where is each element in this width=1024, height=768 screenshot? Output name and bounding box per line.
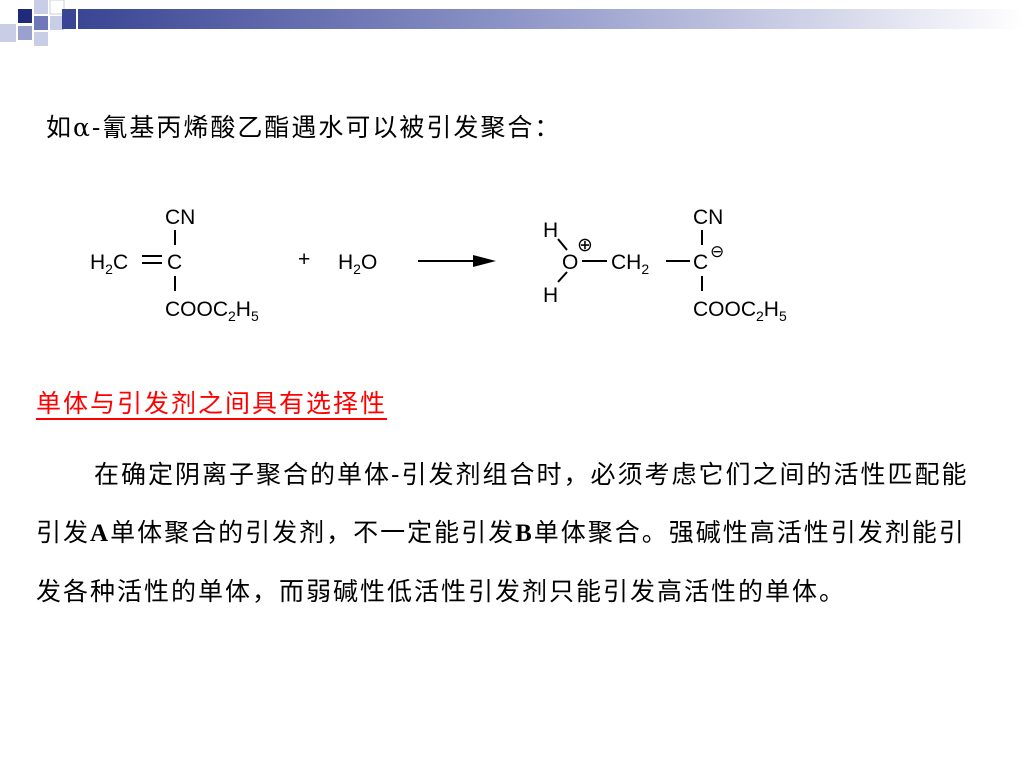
product-h-top-label: H [543,219,558,242]
reaction-arrow [418,255,496,267]
section-heading: 单体与引发剂之间具有选择性 [36,389,388,418]
bond-h-o-top [557,238,568,251]
deco-square [0,0,16,16]
deco-square [50,16,64,30]
deco-square [18,26,32,40]
reactant-h2c-label: H2C [90,251,128,277]
header-gradient-bar [78,9,1024,29]
product-o-label: O [562,251,578,274]
deco-square [18,9,32,23]
bond-h-o-bottom [557,271,568,283]
reactant-cn-label: CN [165,206,195,229]
monomer-b-label: B [515,520,534,547]
product-adduct: H ⊕ O CH2 C ⊖ H CN COOC2H5 [543,206,787,324]
deco-square [62,9,76,29]
paragraph-part-3: 单体聚合。强碱性高活性引发剂能引发各种活性的单体，而弱碱性低活性引发剂只能引发高… [36,518,966,606]
product-ch2-label: CH2 [611,251,649,277]
intro-text: 如α-氰基丙烯酸乙酯遇水可以被引发聚合： [46,113,562,142]
paragraph-part-1: 在确定阴离子聚合的单体-引发剂组合时，必须考虑它们之间的活性匹配能引发 [36,460,969,547]
product-ester-label: COOC2H5 [693,298,787,324]
deco-square [34,16,48,30]
paragraph-part-2: 单体聚合的引发剂，不一定能引发 [110,518,516,547]
negative-charge: ⊖ [710,242,724,261]
deco-square [34,32,48,46]
product-h-bottom-label: H [543,284,558,307]
reactant-cyanoacrylate: CN H2C C COOC2H5 [90,206,259,324]
body-paragraph: 在确定阴离子聚合的单体-引发剂组合时，必须考虑它们之间的活性匹配能引发A单体聚合… [36,446,986,621]
product-c-label: C [693,251,708,274]
deco-square [0,24,16,42]
reaction-scheme: CN H2C C COOC2H5 + H2O H ⊕ O CH2 C ⊖ H C… [90,206,787,324]
product-cn-label: CN [693,206,723,229]
positive-charge: ⊕ [577,235,593,256]
water-label: H2O [338,251,377,277]
plus-sign: + [298,248,310,271]
reactant-center-c-label: C [167,251,182,274]
deco-square [34,0,48,14]
reactant-ester-label: COOC2H5 [165,298,259,324]
monomer-a-label: A [90,520,111,547]
deco-square [49,0,65,15]
slide-header-decoration [0,0,1024,46]
